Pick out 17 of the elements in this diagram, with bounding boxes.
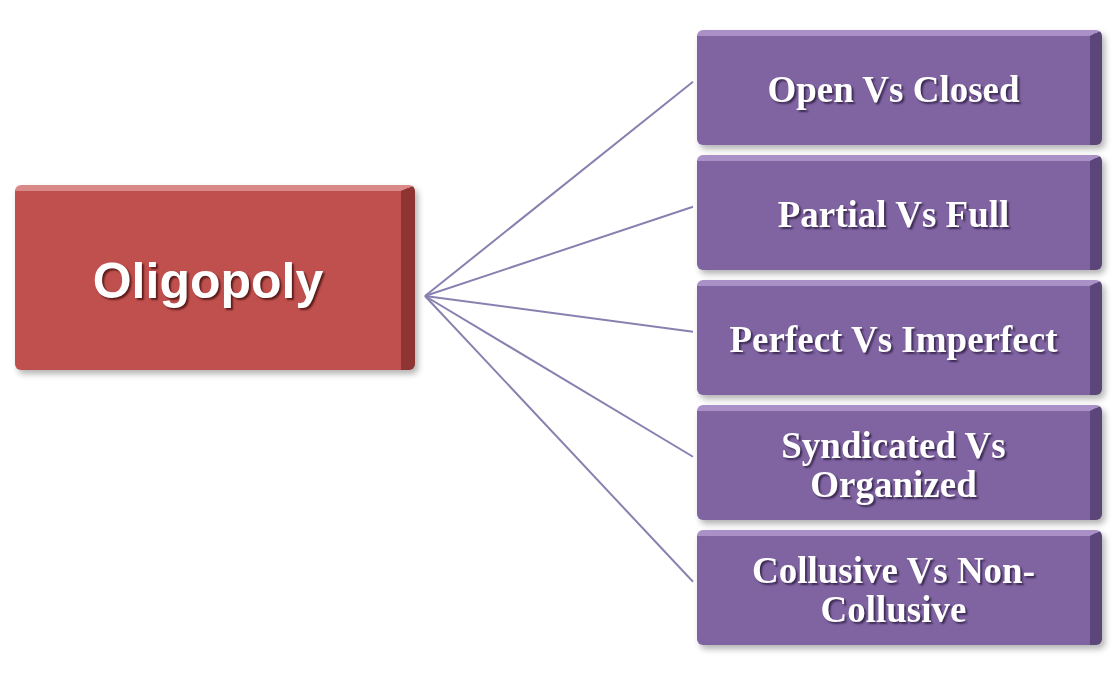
box-label: Perfect Vs Imperfect [728, 321, 1059, 360]
connector-line [424, 295, 694, 333]
box-label: Collusive Vs Non-Collusive [751, 551, 1036, 630]
category-box [697, 155, 1102, 270]
category-box [697, 30, 1102, 145]
category-box [697, 280, 1102, 395]
connector-line [424, 295, 694, 458]
connector-line [424, 80, 694, 297]
category-box [697, 405, 1102, 520]
box-label: Open Vs Closed [766, 71, 1021, 110]
box-label: Partial Vs Full [776, 196, 1011, 235]
main-box [15, 185, 415, 370]
connector-line [424, 295, 694, 583]
box-label: Oligopoly [92, 251, 324, 310]
connector-line [424, 205, 694, 297]
category-box [697, 530, 1102, 645]
box-label: Syndicated Vs Organized [780, 426, 1007, 505]
